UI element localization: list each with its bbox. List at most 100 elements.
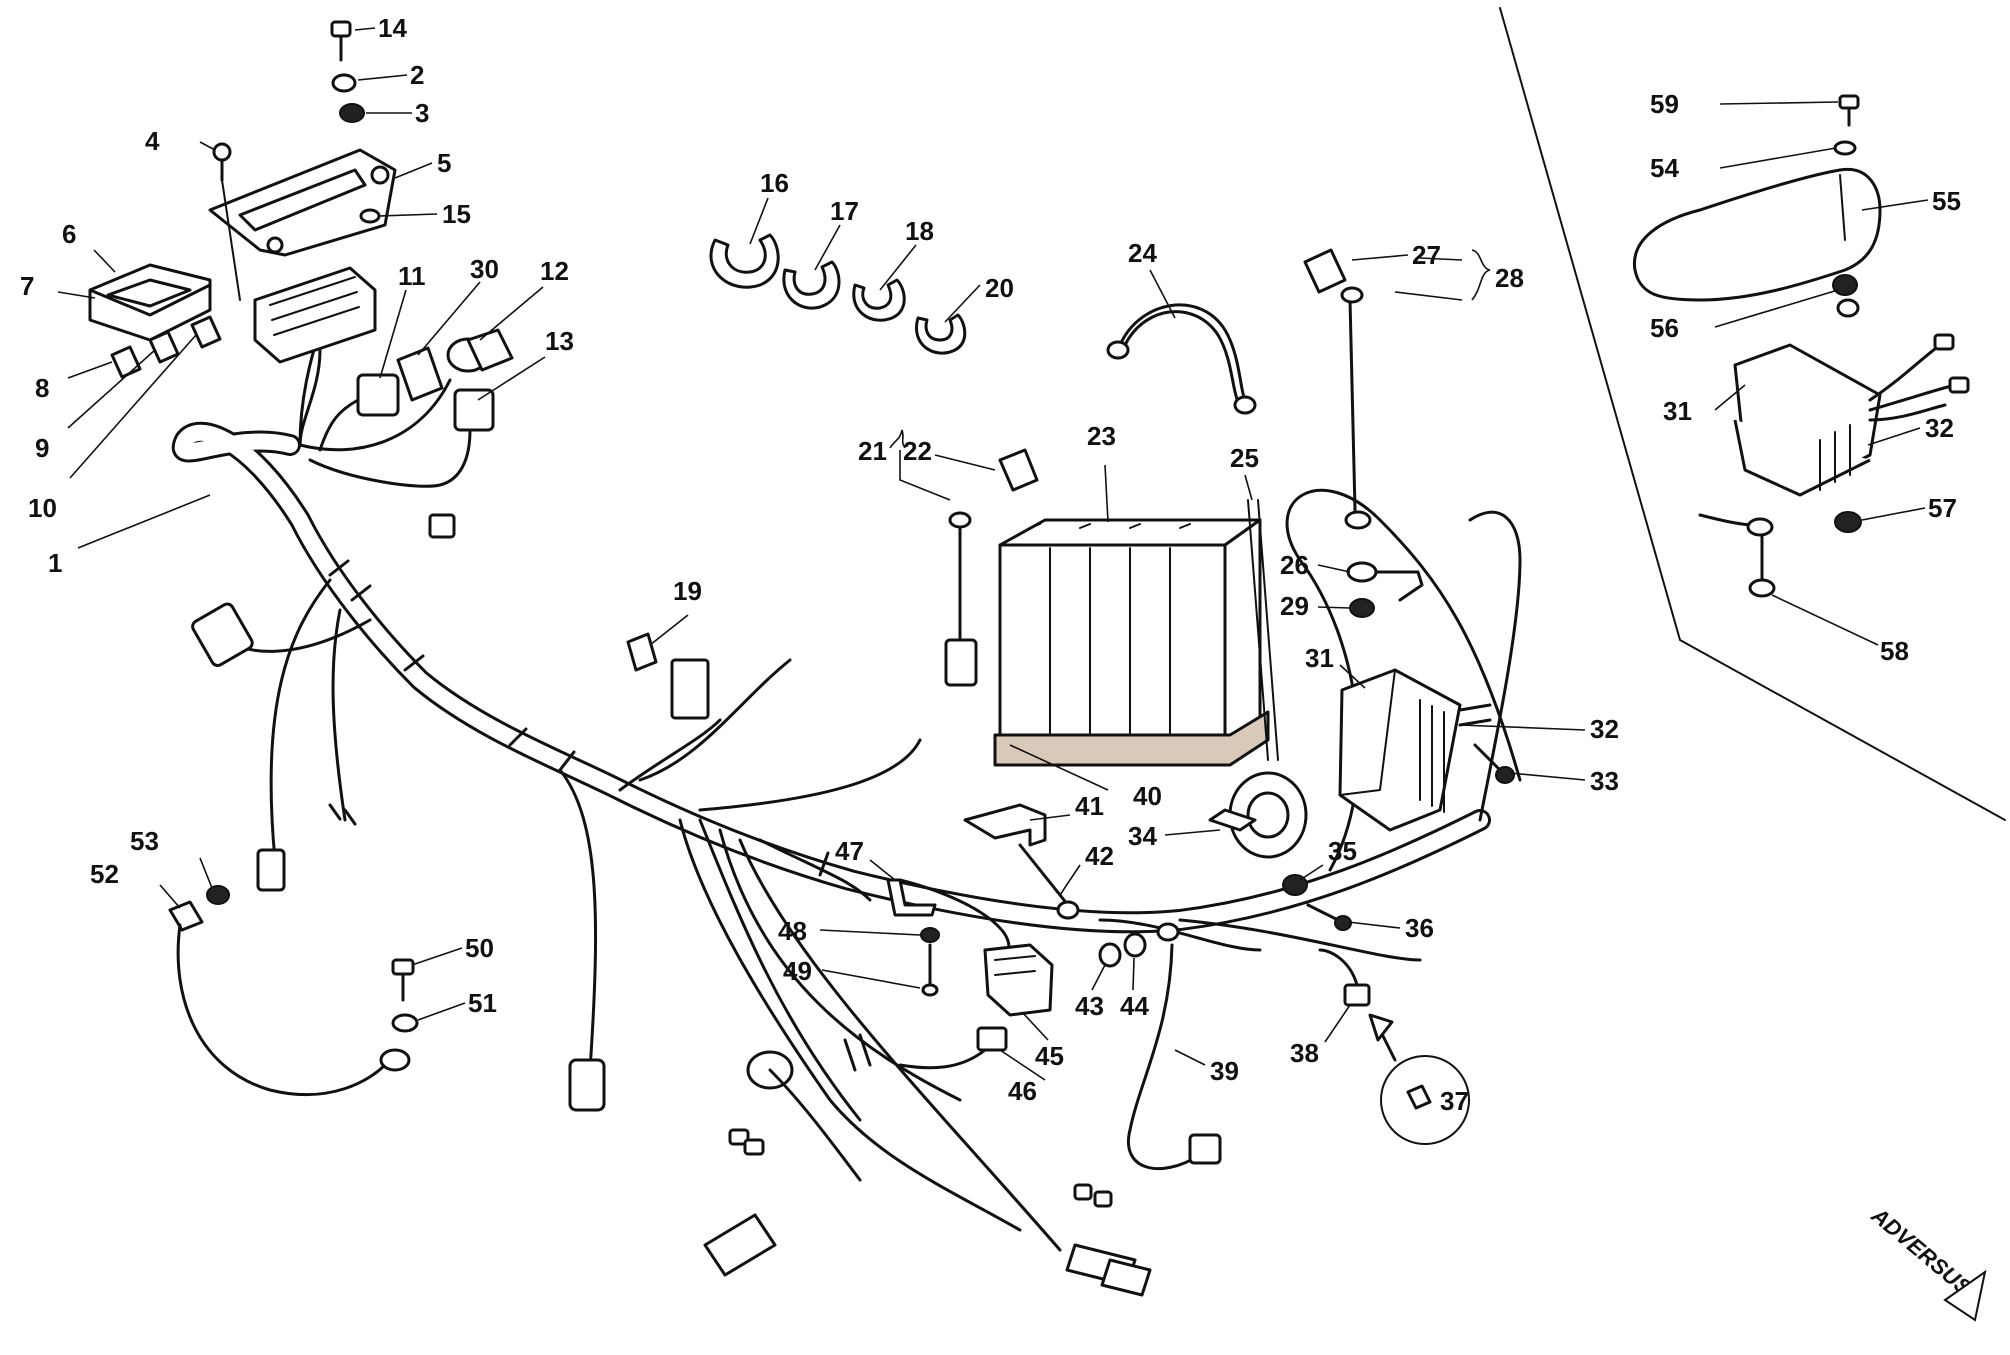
callout-36: 36	[1405, 913, 1434, 943]
callout-17: 17	[830, 196, 859, 226]
relay-11	[318, 373, 400, 452]
callout-48: 48	[778, 916, 807, 946]
fuse-9	[148, 330, 180, 364]
callout-2: 2	[410, 60, 424, 90]
callout-26: 26	[1280, 550, 1309, 580]
callout-9: 9	[35, 433, 49, 463]
callout-16: 16	[760, 168, 789, 198]
callout-47: 47	[835, 836, 864, 866]
washer-2	[331, 73, 357, 93]
screw-36	[1306, 903, 1352, 931]
callout-29: 29	[1280, 591, 1309, 621]
callout-11: 11	[398, 261, 426, 291]
bolt-50	[391, 958, 415, 1002]
callout-49: 49	[783, 956, 812, 986]
bushing-15	[359, 208, 381, 224]
callout-39: 39	[1210, 1056, 1239, 1086]
main-wiring-harness	[171, 328, 1522, 1252]
callout-55: 55	[1932, 186, 1961, 216]
callout-58: 58	[1880, 636, 1909, 666]
callout-59: 59	[1650, 89, 1679, 119]
callout-38: 38	[1290, 1038, 1319, 1068]
inset-nut-57	[1834, 511, 1862, 533]
callout-31: 31	[1305, 643, 1334, 673]
connector-46	[898, 1026, 1008, 1070]
nut-53	[206, 885, 230, 905]
battery	[998, 518, 1262, 747]
callout-5: 5	[437, 148, 451, 178]
fuse-10	[190, 315, 222, 349]
clamp-18	[852, 278, 906, 322]
callout-44: 44	[1120, 991, 1149, 1021]
callout-20: 20	[985, 273, 1014, 303]
inset-divider	[1499, 7, 2006, 821]
callout-1: 1	[48, 548, 62, 578]
callout-18: 18	[905, 216, 934, 246]
washer-44	[1123, 932, 1147, 958]
horn-34	[1208, 771, 1308, 859]
callout-19: 19	[673, 576, 702, 606]
callout-27: 27	[1412, 240, 1441, 270]
switch-45	[983, 943, 1054, 1017]
callout-40: 40	[1133, 781, 1162, 811]
callout-8: 8	[35, 373, 49, 403]
battery-cable-27	[1303, 248, 1372, 530]
relay-13	[308, 388, 495, 488]
inset-bracket-55	[1632, 167, 1882, 302]
inset-grommet-56	[1832, 274, 1860, 318]
clamp-16	[709, 233, 780, 289]
callout-14: 14	[378, 13, 407, 43]
fuse-holder	[253, 266, 377, 447]
relay-12	[446, 328, 514, 373]
inset-bolt-58	[1748, 533, 1776, 598]
callout-35: 35	[1328, 836, 1357, 866]
callout-50: 50	[465, 933, 494, 963]
leader-lines	[57, 27, 1929, 1081]
callout-37: 37	[1440, 1086, 1469, 1116]
voltage-regulator	[1338, 668, 1492, 832]
callout-4: 4	[145, 126, 160, 156]
fuse-box-cover	[88, 263, 212, 342]
brand-logo: ADVERSUS	[1866, 1202, 1987, 1322]
sensor-39	[1127, 922, 1222, 1171]
callout-41: 41	[1075, 791, 1104, 821]
connector-38	[1318, 948, 1371, 1007]
brand-arrow-icon	[1943, 1269, 1987, 1322]
callout-56: 56	[1650, 313, 1679, 343]
inset-washer-54	[1833, 140, 1857, 156]
fuse-8	[110, 345, 142, 379]
inset-ground-tab	[1698, 513, 1774, 537]
clamp-20	[915, 313, 967, 355]
callout-52: 52	[90, 859, 119, 889]
grommet-3	[339, 103, 365, 123]
clamp-17	[782, 260, 841, 310]
callout-45: 45	[1035, 1041, 1064, 1071]
ground-lead-52	[168, 900, 411, 1097]
callout-6: 6	[62, 219, 76, 249]
bracket-41	[963, 803, 1047, 847]
callout-51: 51	[468, 988, 497, 1018]
bolt-14	[330, 20, 352, 62]
callout-23: 23	[1087, 421, 1116, 451]
callout-53: 53	[130, 826, 159, 856]
callout-13: 13	[545, 326, 574, 356]
fuse-19	[626, 632, 710, 720]
relay-30	[396, 346, 444, 402]
callout-3: 3	[415, 98, 429, 128]
nut-48	[920, 927, 940, 943]
callout-33: 33	[1590, 766, 1619, 796]
callout-30: 30	[470, 254, 499, 284]
brand-wordmark: ADVERSUS	[1866, 1202, 1977, 1301]
washer-26	[1346, 561, 1424, 602]
callout-12: 12	[540, 256, 569, 286]
callout-22: 22	[903, 436, 932, 466]
bracket-47	[886, 878, 937, 917]
screw-4	[212, 142, 241, 301]
callout-32-inset: 32	[1925, 413, 1954, 443]
lower-harness-connectors	[703, 1033, 1152, 1297]
detail-circle-37	[1368, 1013, 1470, 1145]
callout-24: 24	[1128, 238, 1157, 268]
callout-28: 28	[1495, 263, 1524, 293]
bolt-33	[1473, 743, 1515, 784]
